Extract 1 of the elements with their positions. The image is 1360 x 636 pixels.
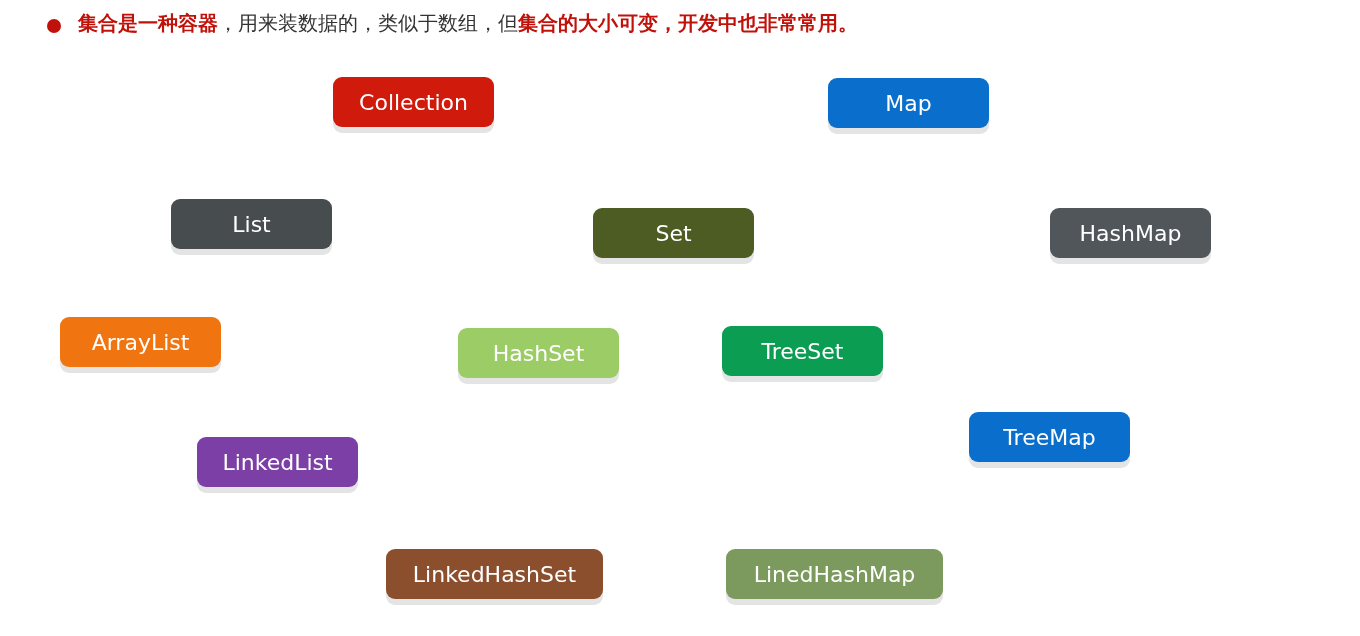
title-text: 集合是一种容器，用来装数据的，类似于数组，但集合的大小可变，开发中也非常常用。: [78, 10, 858, 37]
